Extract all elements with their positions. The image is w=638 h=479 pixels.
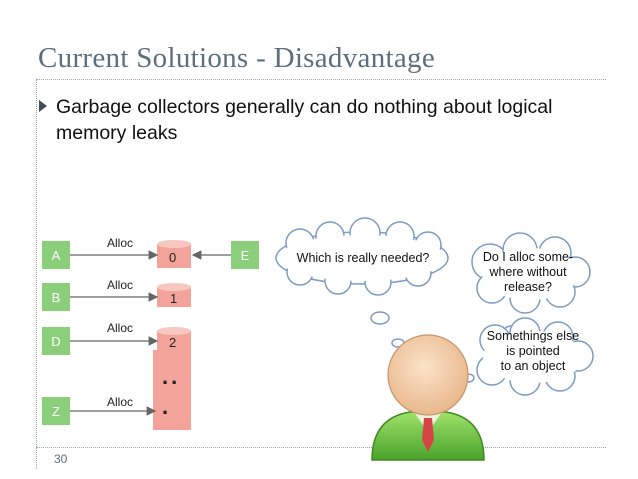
memory-ellipsis-bottom: .: [162, 394, 169, 419]
object-z: Z: [42, 397, 70, 425]
page-number: 30: [54, 452, 68, 466]
thought-text-2-line-3: release?: [504, 280, 552, 294]
footer-divider: [36, 447, 606, 448]
memory-cell-1-body: [157, 287, 191, 307]
thought-text-3-line-2: is pointed: [506, 344, 560, 358]
title-divider: [36, 79, 606, 80]
memory-cell-0-top: [157, 240, 191, 248]
thought-cloud-2: [471, 232, 591, 335]
alloc-label-d: Alloc: [107, 321, 134, 335]
memory-cell-1-label: 1: [170, 291, 178, 306]
object-d: D: [42, 327, 70, 355]
thought-text-2-line-1: Do I alloc some-: [482, 250, 574, 264]
object-b: B: [42, 283, 70, 311]
slide-title: Current Solutions - Disadvantage: [38, 42, 436, 74]
bullet-text: Garbage collectors generally can do noth…: [56, 96, 553, 144]
thought-text-3-line-1: Somethings else: [486, 329, 580, 343]
alloc-label-z: Alloc: [107, 395, 134, 409]
memory-cell-2-body: [157, 331, 191, 351]
alloc-label-b: Alloc: [107, 278, 134, 292]
thought-text-3-line-3: to an object: [500, 359, 566, 373]
triangle-bullet-icon: [39, 100, 47, 112]
thought-cloud-1: [275, 217, 449, 364]
thought-text-1: Which is really needed?: [296, 251, 430, 265]
memory-cell-1-top: [157, 283, 191, 291]
thinking-person-illustration: [371, 334, 485, 461]
thought-cloud-3: [448, 317, 594, 396]
object-e: E: [231, 241, 259, 269]
object-a: A: [42, 241, 70, 269]
thought-text-3: Somethings else is pointed to an object: [476, 329, 590, 374]
left-margin-line: [36, 79, 37, 469]
alloc-label-a: Alloc: [107, 236, 134, 250]
memory-cell-0-label: 0: [169, 250, 177, 265]
thought-text-2-line-2: where without: [489, 265, 567, 279]
memory-ellipsis-top: ..: [162, 364, 181, 389]
memory-cell-2-top: [157, 327, 191, 335]
thought-text-2: Do I alloc some- where without release?: [472, 250, 584, 295]
memory-column-tail: [153, 350, 191, 430]
memory-cell-2-label: 2: [169, 335, 177, 350]
